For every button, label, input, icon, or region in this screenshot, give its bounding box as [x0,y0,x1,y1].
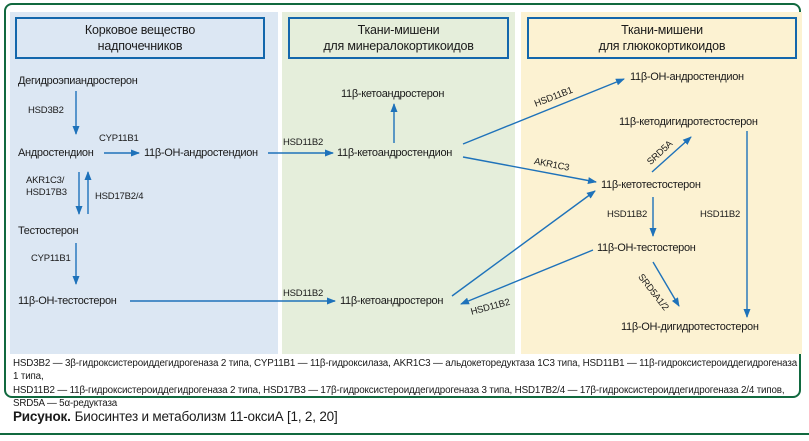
caption-text: Биосинтез и метаболизм 11-оксиА [1, 2, 2… [74,409,338,424]
node-11keto-androstenedione: 11β-кетоандростендион [337,147,453,159]
enzyme-hsd11b2-in-bottom: HSD11B2 [283,288,324,299]
node-dhea: Дегидроэпиандростерон [18,75,138,87]
header-gluco-line2: для глюкокортикоидов [598,39,726,53]
header-mineralocorticoid: Ткани-мишени для минералокортикоидов [288,17,509,59]
header-glucocorticoid: Ткани-мишени для глюкокортикоидов [527,17,797,59]
header-adrenal-cortex: Корковое вещество надпочечников [15,17,265,59]
node-11oh-androstenedione: 11β-ОН-андростендион [144,147,258,159]
panel-adrenal-cortex [10,12,278,354]
enzyme-hsd11b2-dht-line: HSD11B2 [700,209,741,220]
caption-label: Рисунок. [13,409,71,424]
figure-caption: Рисунок.Биосинтез и метаболизм 11-оксиА … [13,409,338,424]
node-11oh-testosterone-target: 11β-ОН-тестостерон [597,242,696,254]
node-11oh-testosterone: 11β-ОН-тестостерон [18,295,117,307]
footnote-line1: HSD3B2 — 3β-гидроксистероиддегидрогеназа… [13,358,797,383]
node-androstenedione: Андростендион [18,147,94,159]
node-testosterone: Тестостерон [18,225,79,237]
enzyme-akr1c3-hsd17b3: AKR1C3/ HSD17B3 [26,175,67,198]
header-gluco-line1: Ткани-мишени [621,22,703,37]
enzyme-hsd11b2-keto-to-oh: HSD11B2 [607,209,648,220]
node-11oh-dihydrotestosterone: 11β-ОН-дигидротестостерон [621,321,759,333]
header-mineralo-line2: для минералокортикоидов [323,39,474,53]
bottom-rule [0,433,809,435]
footnote-legend: HSD3B2 — 3β-гидроксистероиддегидрогеназа… [13,357,797,411]
enzyme-cyp11b1-bottom: CYP11B1 [31,253,71,264]
footnote-line2: HSD11B2 — 11β-гидроксистероиддегидрогена… [13,384,785,396]
node-11keto-dihydrotestosterone: 11β-кетодигидротестостерон [619,116,758,128]
node-11keto-testosterone: 11β-кетотестостерон [601,179,701,191]
header-adrenal-line2: надпочечников [97,39,183,53]
enzyme-hsd11b2-in-top: HSD11B2 [283,137,324,148]
node-11keto-androsterone-top: 11β-кетоандростерон [341,88,445,100]
node-11oh-androstenedione-target: 11β-ОН-андростендион [630,71,744,83]
enzyme-cyp11b1-top: CYP11B1 [99,133,139,144]
node-11keto-androsterone-bottom: 11β-кетоандростерон [340,295,444,307]
enzyme-hsd3b2: HSD3B2 [28,105,64,116]
enzyme-hsd17b2-4: HSD17B2/4 [95,191,144,202]
header-adrenal-line1: Корковое вещество [84,22,196,37]
footnote-line3: SRD5A — 5α-редуктаза [13,398,118,410]
header-mineralo-line1: Ткани-мишени [357,22,440,37]
